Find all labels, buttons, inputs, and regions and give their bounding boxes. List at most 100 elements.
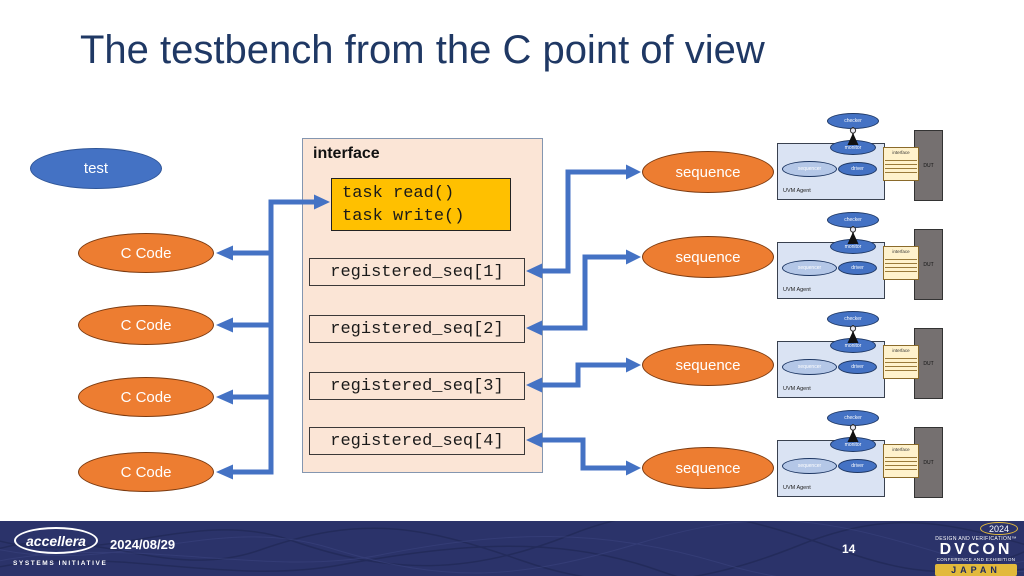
driver-ellipse: driver: [838, 360, 877, 374]
task-box: task read() task write(): [331, 178, 511, 231]
dvcon-subtitle: CONFERENCE AND EXHIBITION: [936, 557, 1016, 562]
monitor-label: monitor: [844, 441, 862, 448]
dut-label: DUT: [923, 360, 934, 367]
dvcon-year: 2024: [988, 523, 1010, 534]
driver-label: driver: [851, 463, 864, 469]
registered-seq-box-4: registered_seq[4]: [309, 427, 525, 455]
monitor-label: monitor: [844, 243, 862, 250]
dut-label: DUT: [923, 261, 934, 268]
sequence-label: sequence: [675, 248, 741, 266]
uvm-agent-cluster-4: DUT interface checker monitor sequencer …: [770, 404, 1024, 503]
signal-lines: [885, 358, 917, 373]
sequencer-ellipse: sequencer: [782, 260, 837, 276]
driver-ellipse: driver: [838, 459, 877, 473]
accellera-tagline: SYSTEMS INITIATIVE: [13, 560, 108, 567]
sequence-connectors: [540, 169, 628, 471]
uvm-agent-cluster-1: DUT interface checker monitor sequencer …: [770, 107, 1024, 206]
c-code-ellipse-4: C Code: [78, 452, 214, 492]
agent-interface-box: interface: [883, 345, 919, 379]
registered-seq-label: registered_seq[4]: [330, 431, 504, 451]
sequence-arrowheads: [526, 164, 641, 476]
task-write-line: task write(): [342, 207, 465, 226]
c-code-ellipse-1: C Code: [78, 233, 214, 273]
test-label: test: [83, 160, 109, 177]
signal-lines: [885, 259, 917, 274]
footer-date: 2024/08/29: [110, 537, 176, 552]
uvm-agent-cluster-2: DUT interface checker monitor sequencer …: [770, 206, 1024, 305]
driver-label: driver: [851, 265, 864, 271]
checker-label: checker: [844, 217, 862, 223]
uvm-agent-label: UVM Agent: [783, 485, 811, 491]
c-code-label: C Code: [120, 316, 172, 334]
dvcon-tagline: DESIGN AND VERIFICATION™: [935, 536, 1017, 542]
uvm-agent-label: UVM Agent: [783, 287, 811, 293]
driver-label: driver: [851, 364, 864, 370]
monitor-ellipse: monitor: [830, 338, 876, 353]
interface-panel-label: interface: [313, 145, 380, 162]
sequencer-label: sequencer: [797, 463, 822, 469]
monitor-label: monitor: [844, 342, 862, 349]
checker-label: checker: [844, 415, 862, 421]
signal-lines: [885, 160, 917, 175]
uvm-agent-label: UVM Agent: [783, 188, 811, 194]
checker-label: checker: [844, 316, 862, 322]
test-ellipse: test: [30, 148, 162, 189]
sequence-ellipse-3: sequence: [642, 344, 774, 386]
sequencer-ellipse: sequencer: [782, 458, 837, 474]
driver-ellipse: driver: [838, 162, 877, 176]
interface-panel: interface task read() task write() regis…: [302, 138, 543, 473]
registered-seq-box-1: registered_seq[1]: [309, 258, 525, 286]
sequencer-ellipse: sequencer: [782, 161, 837, 177]
uvm-agent-label: UVM Agent: [783, 386, 811, 392]
c-code-ellipse-2: C Code: [78, 305, 214, 345]
checker-ellipse: checker: [827, 410, 879, 426]
agent-interface-label: interface: [892, 447, 910, 452]
sequence-ellipse-2: sequence: [642, 236, 774, 278]
slide-title: The testbench from the C point of view: [80, 28, 765, 72]
dut-label: DUT: [923, 459, 934, 466]
checker-ellipse: checker: [827, 113, 879, 129]
signal-lines: [885, 457, 917, 472]
registered-seq-label: registered_seq[3]: [330, 376, 504, 396]
agent-interface-box: interface: [883, 147, 919, 181]
driver-label: driver: [851, 166, 864, 172]
c-code-label: C Code: [120, 244, 172, 262]
monitor-label: monitor: [844, 144, 862, 151]
agent-interface-label: interface: [892, 249, 910, 254]
monitor-ellipse: monitor: [830, 239, 876, 254]
checker-ellipse: checker: [827, 311, 879, 327]
sequence-label: sequence: [675, 163, 741, 181]
registered-seq-label: registered_seq[1]: [330, 262, 504, 282]
accellera-logo: accellera: [14, 527, 98, 554]
agent-interface-label: interface: [892, 150, 910, 155]
monitor-ellipse: monitor: [830, 437, 876, 452]
sequencer-label: sequencer: [797, 364, 822, 370]
registered-seq-box-3: registered_seq[3]: [309, 372, 525, 400]
sequence-label: sequence: [675, 356, 741, 374]
sequencer-ellipse: sequencer: [782, 359, 837, 375]
registered-seq-box-2: registered_seq[2]: [309, 315, 525, 343]
sequencer-label: sequencer: [797, 265, 822, 271]
sequence-ellipse-4: sequence: [642, 447, 774, 489]
footer-bar: accellera SYSTEMS INITIATIVE 2024/08/29 …: [0, 521, 1024, 576]
c-code-label: C Code: [120, 463, 172, 481]
agent-interface-box: interface: [883, 444, 919, 478]
dvcon-japan-badge: JAPAN: [935, 564, 1017, 576]
monitor-ellipse: monitor: [830, 140, 876, 155]
sequence-label: sequence: [675, 459, 741, 477]
checker-label: checker: [844, 118, 862, 124]
agent-interface-label: interface: [892, 348, 910, 353]
driver-ellipse: driver: [838, 261, 877, 275]
dvcon-year-badge: 2024: [980, 522, 1018, 535]
topo-pattern: [0, 521, 1024, 576]
dvcon-name: DVCON: [939, 541, 1013, 558]
registered-seq-label: registered_seq[2]: [330, 319, 504, 339]
page-number: 14: [842, 542, 856, 556]
sequencer-label: sequencer: [797, 166, 822, 172]
agent-interface-box: interface: [883, 246, 919, 280]
task-read-line: task read(): [342, 184, 455, 203]
c-code-label: C Code: [120, 388, 172, 406]
dut-label: DUT: [923, 162, 934, 169]
dvcon-logo: 2024 DESIGN AND VERIFICATION™ DVCON CONF…: [934, 522, 1018, 576]
